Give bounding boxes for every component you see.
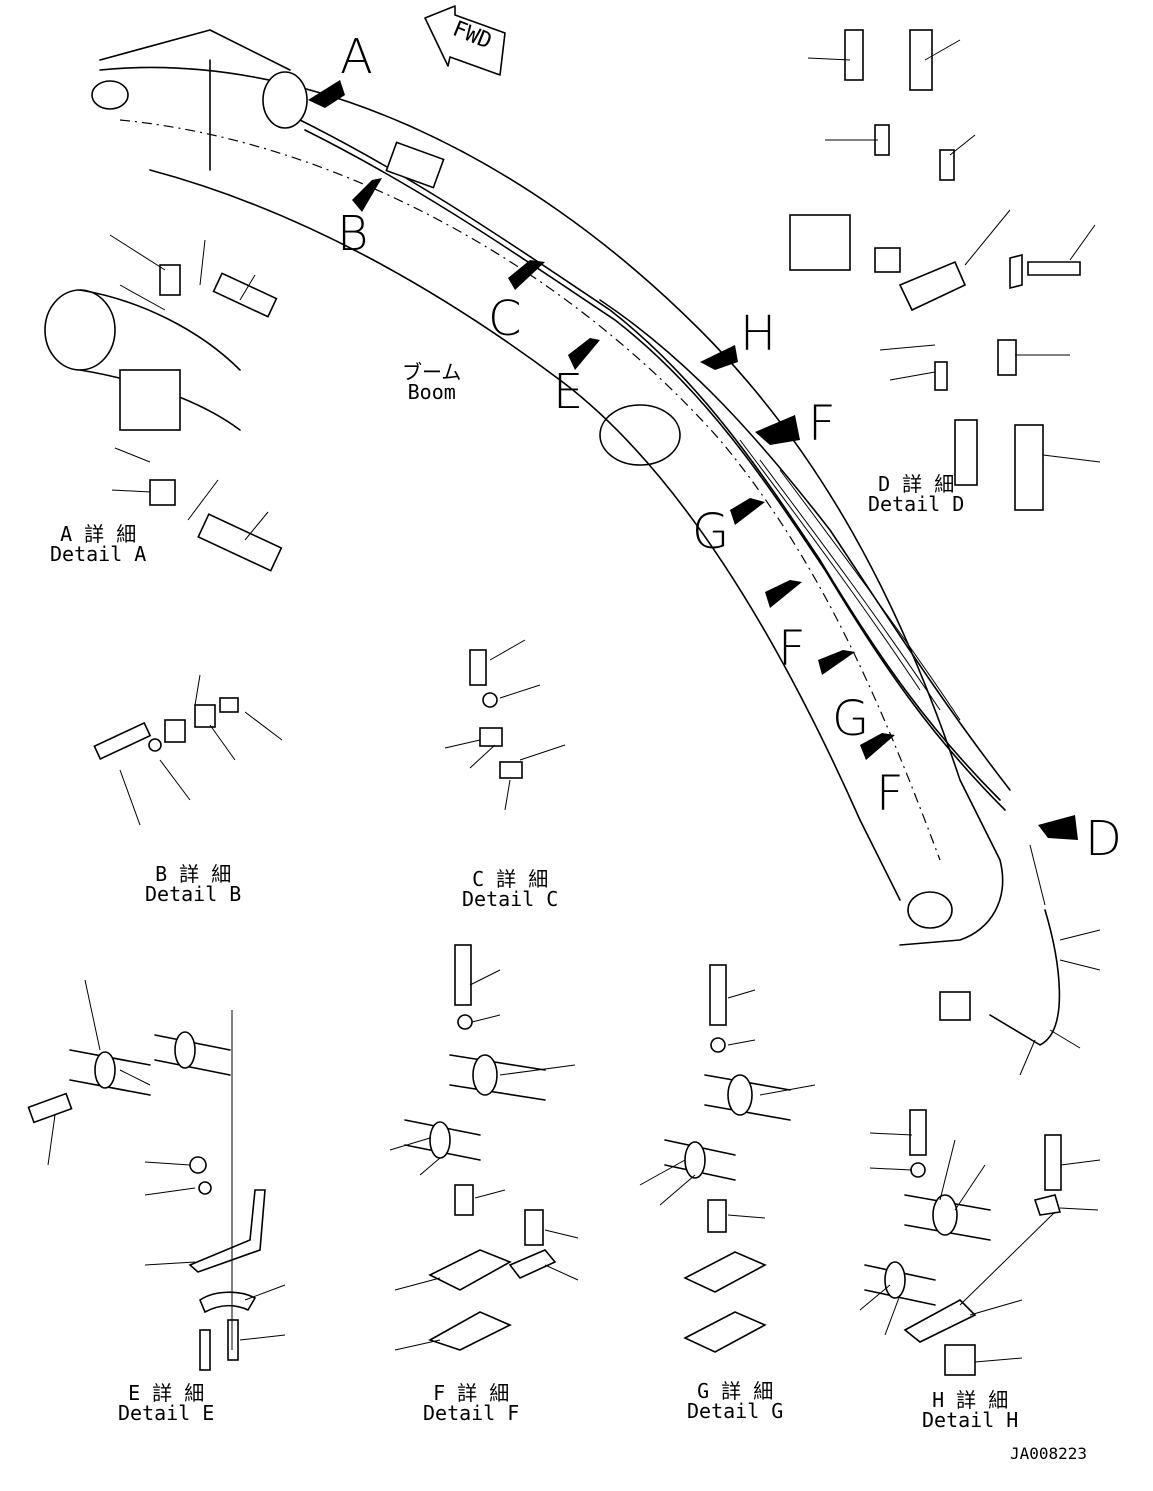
callout-f-3: F: [876, 766, 904, 822]
detail-d-drawing: [789, 29, 1101, 511]
lower-hose: [939, 844, 1101, 1076]
detail-h-en: Detail H: [922, 1408, 1019, 1432]
fwd-arrow-shape: [424, 5, 506, 76]
detail-g-jp: G 詳 細: [697, 1379, 774, 1403]
detail-d-jp: D 詳 細: [878, 472, 955, 496]
callout-h: H: [740, 306, 777, 362]
hydraulic-lines: [299, 119, 1011, 811]
detail-c-en: Detail C: [462, 887, 559, 911]
detail-g-drawing: [639, 964, 816, 1353]
detail-g-en: Detail G: [687, 1399, 784, 1423]
detail-b-en: Detail B: [145, 882, 242, 906]
boom-cylinder-head: [262, 71, 445, 189]
detail-e-en: Detail E: [118, 1401, 215, 1425]
detail-f-jp: F 詳 細: [433, 1381, 510, 1405]
detail-g-caption: G 詳 細 Detail G: [687, 1381, 783, 1421]
callout-b: B: [337, 206, 369, 262]
callout-arrows: [308, 80, 1078, 840]
detail-b-jp: B 詳 細: [155, 862, 232, 886]
detail-c-caption: C 詳 細 Detail C: [462, 869, 558, 909]
detail-b-drawing: [93, 674, 283, 826]
detail-d-en: Detail D: [868, 492, 965, 516]
detail-c-drawing: [444, 639, 566, 811]
detail-c-jp: C 詳 細: [472, 867, 549, 891]
detail-f-en: Detail F: [423, 1401, 520, 1425]
detail-f-drawing: [389, 944, 579, 1351]
detail-b-caption: B 詳 細 Detail B: [145, 864, 241, 904]
drawing-number: JA008223: [1010, 1444, 1088, 1463]
callout-f-2: F: [778, 621, 806, 677]
detail-a-jp: A 詳 細: [60, 522, 137, 546]
boom-outline: [91, 29, 1004, 946]
callout-e: E: [553, 364, 584, 420]
callout-d: D: [1085, 811, 1122, 867]
detail-h-drawing: [859, 1109, 1101, 1376]
boom-label-en: Boom: [407, 380, 456, 404]
detail-h-jp: H 詳 細: [932, 1388, 1009, 1412]
detail-e-caption: E 詳 細 Detail E: [118, 1383, 214, 1423]
callout-c: C: [488, 291, 522, 347]
callout-a: A: [340, 29, 373, 85]
callout-g-2: G: [832, 691, 870, 747]
detail-a-drawing: [44, 234, 283, 572]
detail-h-caption: H 詳 細 Detail H: [922, 1390, 1018, 1430]
boom-label: ブーム Boom: [402, 362, 461, 402]
detail-a-en: Detail A: [50, 542, 147, 566]
detail-d-caption: D 詳 細 Detail D: [868, 474, 964, 514]
detail-a-caption: A 詳 細 Detail A: [50, 524, 146, 564]
callout-f-1: F: [808, 396, 836, 452]
detail-f-caption: F 詳 細 Detail F: [423, 1383, 519, 1423]
detail-e-jp: E 詳 細: [128, 1381, 205, 1405]
boom-label-jp: ブーム: [402, 360, 462, 384]
callout-g-1: G: [692, 504, 730, 560]
detail-e-drawing: [27, 979, 286, 1371]
